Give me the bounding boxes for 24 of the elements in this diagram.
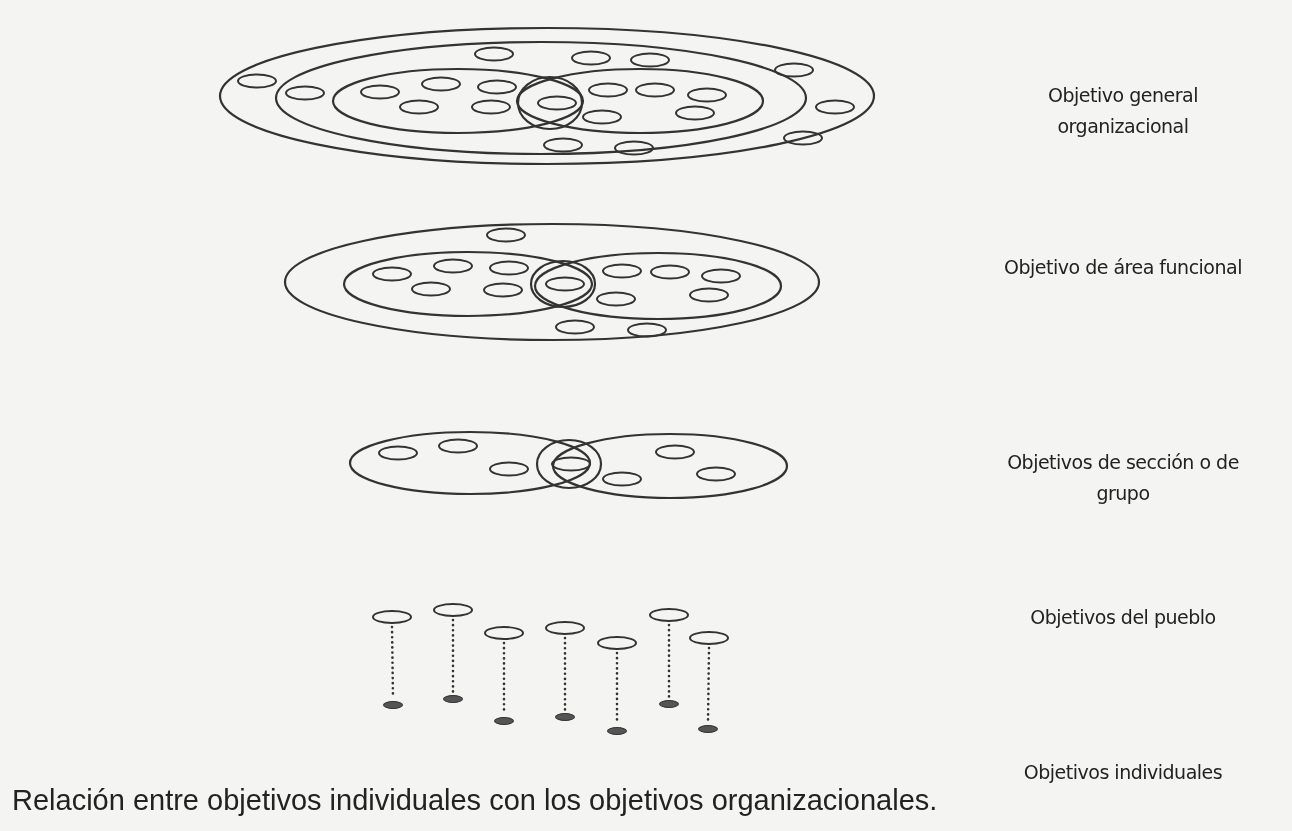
- ellipse-symbol: [484, 626, 524, 640]
- dotted-line: [667, 623, 671, 699]
- filled-dot: [607, 727, 627, 735]
- filled-dot: [494, 717, 514, 725]
- filled-dot: [659, 700, 679, 708]
- filled-dot: [698, 725, 718, 733]
- level-label: Objetivos individuales: [1022, 760, 1224, 785]
- level-label: Objetivo de área funcional: [1003, 255, 1243, 280]
- ellipse-symbol: [545, 621, 585, 635]
- dotted-line: [451, 618, 455, 694]
- filled-dot: [555, 713, 575, 721]
- ellipse-symbol: [433, 603, 473, 617]
- ellipse-symbol: [372, 610, 412, 624]
- filled-dot: [383, 701, 403, 709]
- caption: Relación entre objetivos individuales con los objetivos organizacionales.: [12, 784, 938, 817]
- dotted-line: [563, 636, 567, 712]
- level-label: Objetivos del pueblo: [1029, 605, 1217, 630]
- level-label: Objetivo general organizacional: [1047, 83, 1199, 139]
- ellipse-symbol: [649, 608, 689, 622]
- level-label: Objetivos de sección o de grupo: [1006, 450, 1240, 506]
- filled-dot: [443, 695, 463, 703]
- ellipse-symbol: [597, 636, 637, 650]
- dotted-line: [706, 646, 711, 724]
- ellipse-symbol: [689, 631, 729, 645]
